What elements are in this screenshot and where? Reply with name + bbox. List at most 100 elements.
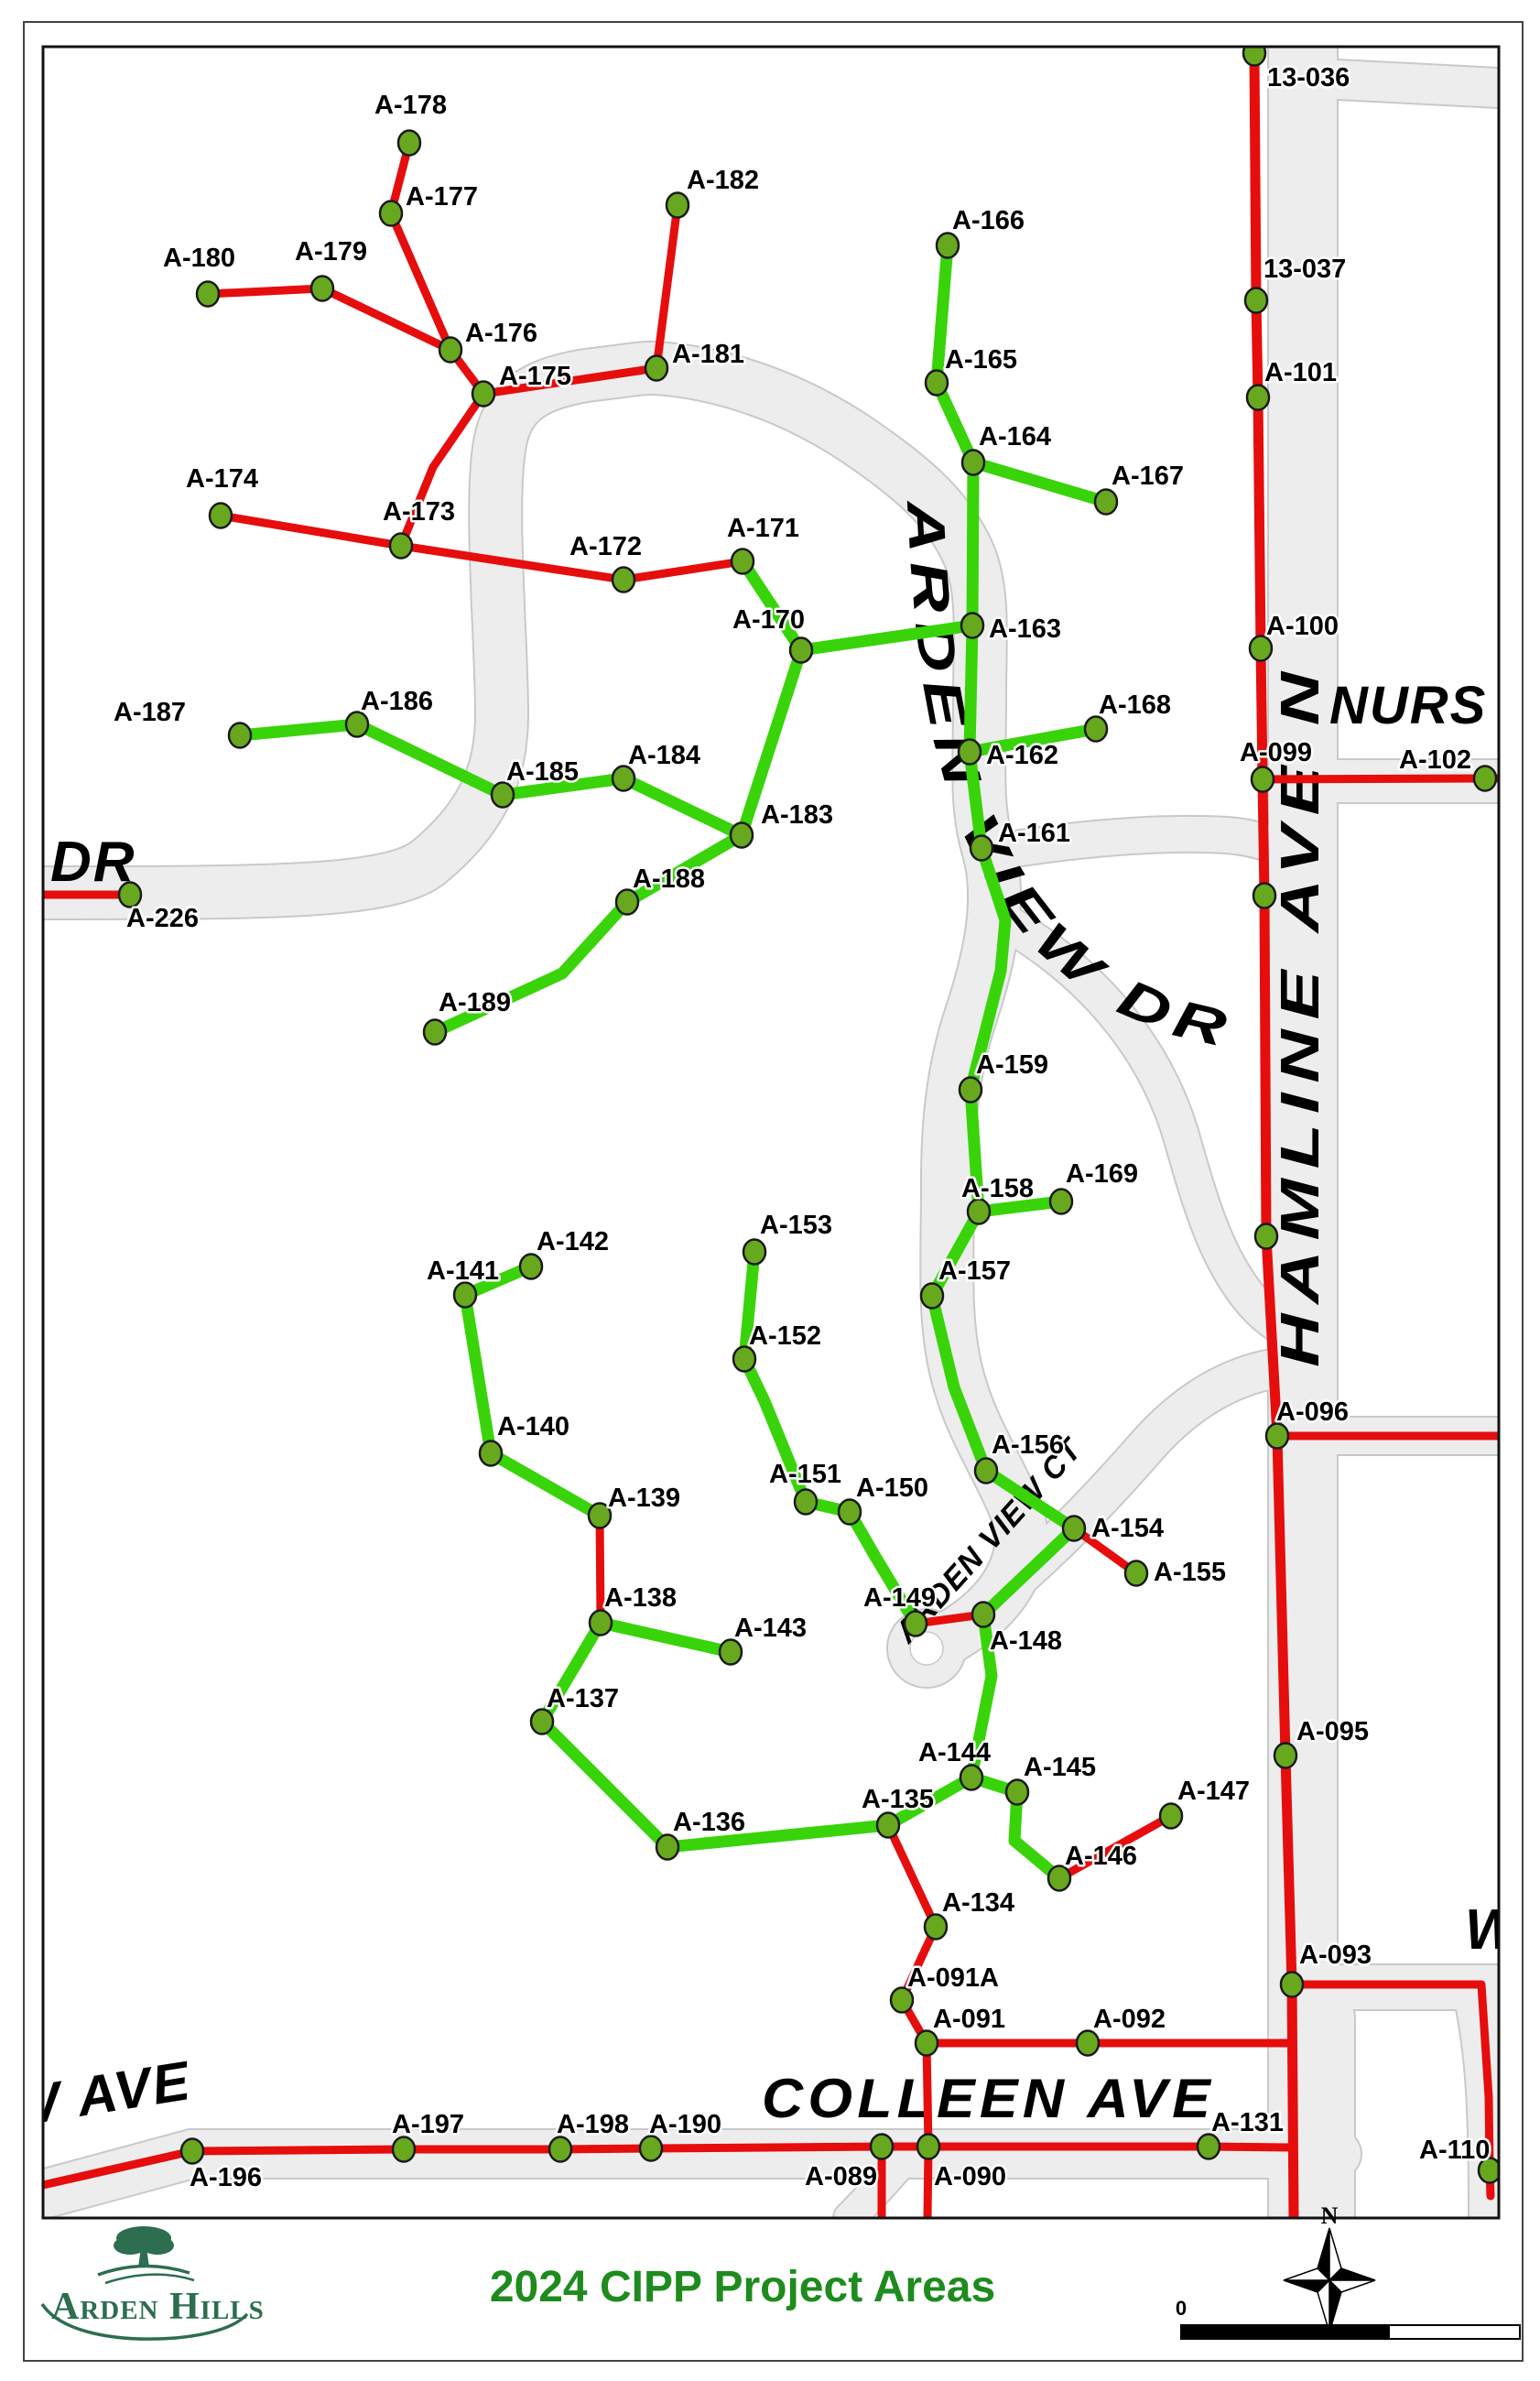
node-label-a-165: A-165	[945, 345, 1017, 375]
node-a-135	[875, 1811, 901, 1839]
node-a-136	[655, 1833, 680, 1861]
pipe-segment-green	[536, 1616, 607, 1728]
node-label-a-147: A-147	[1177, 1777, 1250, 1806]
map-frame	[41, 45, 1501, 2220]
node-a-175	[471, 380, 496, 408]
node-a-090	[916, 2133, 941, 2160]
node-a-137	[529, 1708, 555, 1735]
node-a-091	[914, 2029, 939, 2057]
node-a-148	[971, 1601, 996, 1628]
node-label-a-172: A-172	[569, 532, 642, 561]
node-label-a-144: A-144	[918, 1738, 991, 1767]
node-a-163	[960, 612, 985, 639]
node-label-a-100: A-100	[1266, 612, 1339, 641]
node-label-a-150: A-150	[856, 1473, 928, 1503]
pipe-segment-green	[233, 718, 363, 742]
node-label-a-152: A-152	[749, 1321, 821, 1351]
pipe-segment-green	[965, 1608, 998, 1784]
node-a-165	[924, 369, 949, 397]
node-label-a-170: A-170	[732, 605, 805, 635]
node-a-167	[1093, 488, 1119, 516]
pipe-segment-green	[738, 1353, 812, 1508]
street-label-nurs: NURS	[1329, 676, 1487, 735]
pipe-segment-red	[1258, 774, 1499, 784]
node-label-a-166: A-166	[952, 206, 1025, 235]
node-label-a-180: A-180	[163, 244, 235, 273]
pipe-segment-green	[536, 1715, 674, 1854]
node-label-a-168: A-168	[1099, 690, 1171, 720]
street-label-v-ave: V AVE	[20, 2049, 196, 2136]
node-a-139	[587, 1502, 613, 1529]
pipe-segment-red	[652, 201, 682, 373]
pipe-segment-red	[203, 284, 327, 299]
node-a-181	[644, 354, 669, 382]
node-label-a-186: A-186	[361, 687, 433, 716]
node-label-a-185: A-185	[506, 757, 579, 787]
logo-text: Arden Hills	[51, 2286, 265, 2328]
node-unlabeled	[1252, 882, 1277, 909]
pipe-segment-green	[621, 829, 748, 908]
node-label-a-149: A-149	[863, 1583, 936, 1613]
node-label-a-184: A-184	[628, 741, 700, 770]
node-label-a-161: A-161	[998, 819, 1070, 848]
scale-bar: 0	[1176, 2297, 1521, 2340]
pipe-segment-green	[843, 1506, 922, 1630]
node-label-a-226: A-226	[126, 904, 199, 933]
road	[981, 816, 1320, 878]
node-label-a-190: A-190	[649, 2110, 721, 2139]
node-label-a-159: A-159	[976, 1050, 1048, 1080]
pipe-segment-red	[1069, 1524, 1141, 1578]
node-a-171	[730, 548, 755, 575]
pipe-segment-green	[459, 1288, 497, 1460]
node-label-a-169: A-169	[1066, 1159, 1138, 1189]
node-a-149	[903, 1610, 928, 1637]
node-label-a-096: A-096	[1276, 1397, 1349, 1427]
node-label-13-036: 13-036	[1267, 63, 1350, 92]
node-a-144	[959, 1764, 984, 1791]
node-a-093	[1279, 1971, 1305, 1998]
node-label-a-141: A-141	[427, 1256, 499, 1286]
node-a-162	[957, 738, 982, 766]
node-a-168	[1083, 715, 1109, 743]
pipe-segment-red	[922, 2039, 933, 2218]
pipe-segment-green	[594, 1616, 737, 1658]
node-a-164	[960, 449, 986, 476]
node-label-a-143: A-143	[734, 1614, 807, 1643]
pipe-segment-green	[964, 842, 1012, 1096]
node-label-a-138: A-138	[604, 1583, 677, 1613]
node-label-a-154: A-154	[1091, 1514, 1164, 1543]
cul-de-sac-island	[909, 1631, 944, 1666]
node-a-099	[1250, 766, 1275, 793]
pipe-segment-green	[963, 723, 1102, 758]
node-label-a-153: A-153	[760, 1211, 832, 1240]
node-label-a-102: A-102	[1399, 745, 1471, 775]
node-a-172	[611, 566, 636, 593]
node-a-142	[518, 1253, 544, 1280]
node-a-180	[195, 280, 221, 308]
node-label-a-137: A-137	[547, 1684, 619, 1713]
node-a-141	[452, 1281, 478, 1309]
node-label-a-188: A-188	[633, 864, 705, 894]
node-label-a-095: A-095	[1296, 1717, 1369, 1746]
node-label-a-167: A-167	[1112, 462, 1184, 491]
pipe-segment-red	[396, 389, 488, 550]
pipe-segment-green	[738, 1245, 761, 1365]
node-a-140	[478, 1440, 504, 1467]
node-label-a-175: A-175	[499, 362, 571, 391]
pipe-segment-green	[963, 619, 979, 758]
node-label-a-162: A-162	[986, 741, 1058, 770]
node-label-a-163: A-163	[989, 614, 1061, 644]
pipe-segment-red	[1247, 47, 1299, 2218]
node-label-a-139: A-139	[608, 1484, 680, 1513]
pipe-segment-red	[595, 1511, 605, 1627]
node-label-a-135: A-135	[862, 1785, 934, 1814]
node-a-177	[378, 200, 404, 227]
node-a-091a	[889, 1986, 915, 2014]
node-a-187	[227, 722, 253, 749]
node-a-196	[179, 2137, 205, 2165]
node-a-092	[1075, 2029, 1101, 2057]
pipe-segment-red	[216, 511, 406, 550]
node-a-153	[742, 1238, 767, 1266]
node-label-a-134: A-134	[942, 1888, 1014, 1918]
